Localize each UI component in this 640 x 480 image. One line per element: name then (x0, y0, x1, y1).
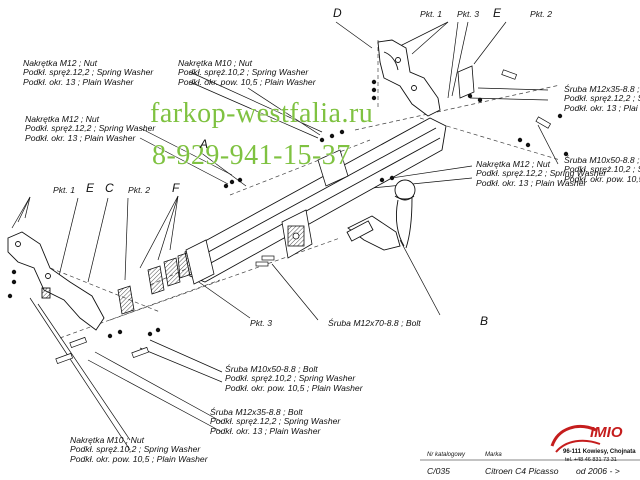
letter-e-top: E (493, 6, 502, 20)
brand-phone: tel. +48 46 831 73 31 (565, 457, 617, 463)
letter-c: C (105, 181, 114, 195)
pkt-label: Pkt. 1 (420, 9, 442, 19)
letter-f: F (172, 181, 180, 195)
make-header: Marka (485, 452, 502, 458)
pkt-label: Pkt. 3 (250, 318, 272, 328)
catalog-header: Nr katalogowy (427, 452, 466, 458)
pkt-label: Pkt. 2 (530, 9, 552, 19)
brand-address: 96-111 Kowiesy, Chojnata (563, 449, 636, 455)
watermark-site: farkop-westfalia.ru (150, 98, 374, 129)
pkt-label: Pkt. 2 (128, 185, 150, 195)
model-year: od 2006 - > (576, 466, 620, 476)
letter-b: B (480, 314, 489, 328)
imio-logo-icon (550, 425, 601, 453)
catalog-number: C/035 (427, 466, 450, 476)
label-bolt-m12x70: Śruba M12x70-8.8 ; Bolt (328, 318, 421, 328)
letter-d: D (333, 6, 342, 20)
watermark-phone: 8-929-941-15-37 (152, 140, 351, 171)
pkt-label: Pkt. 1 (53, 185, 75, 195)
pkt-label: Pkt. 3 (457, 9, 479, 19)
model-name: Citroen C4 Picasso (485, 466, 559, 476)
letter-e-left: E (86, 181, 95, 195)
letter-a: A (200, 137, 209, 151)
brand-logo: IMIO (590, 424, 623, 441)
